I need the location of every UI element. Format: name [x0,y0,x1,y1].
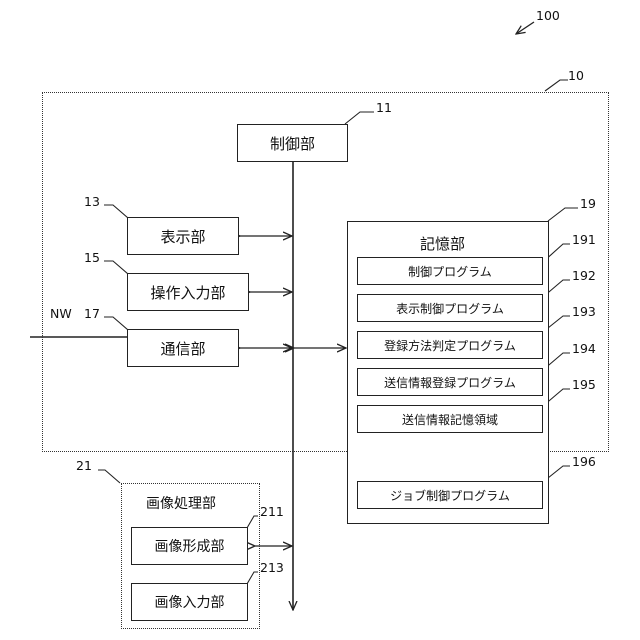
image-processing-unit-label: 画像処理部 [146,493,216,513]
control-unit-box: 制御部 [237,124,348,162]
leader-image-processing [98,470,120,483]
image-forming-unit-label: 画像形成部 [155,536,225,556]
system-pointer-arrow [516,22,534,34]
image-input-unit-box: 画像入力部 [131,583,248,621]
ref-prog-control: 191 [572,232,596,247]
image-input-unit-label: 画像入力部 [155,592,225,612]
ref-prog-display: 192 [572,268,596,283]
storage-item-display-control-program: 表示制御プログラム [357,294,543,322]
communication-unit-label: 通信部 [160,338,205,359]
storage-item-label: 送信情報記憶領域 [402,411,498,428]
ref-storage: 19 [580,196,596,211]
display-unit-label: 表示部 [160,226,205,247]
ref-communication: 17 [84,306,100,321]
storage-item-label: 表示制御プログラム [396,300,504,317]
ref-operation: 15 [84,250,100,265]
ref-prog-sendinfo: 194 [572,341,596,356]
ref-device: 10 [568,68,584,83]
ref-display: 13 [84,194,100,209]
storage-item-label: ジョブ制御プログラム [390,487,510,504]
leader-device [545,80,568,91]
leader-operation [104,261,128,274]
storage-item-control-program: 制御プログラム [357,257,543,285]
storage-item-send-info-registration-program: 送信情報登録プログラム [357,368,543,396]
communication-unit-box: 通信部 [127,329,239,367]
ref-prog-method: 193 [572,304,596,319]
storage-item-send-info-storage-area: 送信情報記憶領域 [357,405,543,433]
ref-image-input: 213 [260,560,284,575]
ref-prog-job: 196 [572,454,596,469]
operation-input-unit-box: 操作入力部 [127,273,249,311]
storage-item-job-control-program: ジョブ制御プログラム [357,481,543,509]
storage-unit-label: 記憶部 [420,233,465,254]
image-forming-unit-box: 画像形成部 [131,527,248,565]
operation-input-unit-label: 操作入力部 [150,282,225,303]
leader-control [345,112,374,124]
leader-storage [548,208,578,221]
storage-item-label: 登録方法判定プログラム [384,337,516,354]
ref-system: 100 [536,8,560,23]
ref-control: 11 [376,100,392,115]
leader-213 [247,572,258,584]
ref-area-sendinfo: 195 [572,377,596,392]
control-unit-label: 制御部 [270,133,315,154]
display-unit-box: 表示部 [127,217,239,255]
leader-display [104,205,128,218]
leader-211 [247,516,258,528]
leader-communication [104,317,128,330]
storage-item-label: 送信情報登録プログラム [384,374,516,391]
ref-image-processing: 21 [76,458,92,473]
ref-image-forming: 211 [260,504,284,519]
storage-item-registration-method-program: 登録方法判定プログラム [357,331,543,359]
network-label: NW [50,306,72,321]
storage-item-label: 制御プログラム [408,263,492,280]
